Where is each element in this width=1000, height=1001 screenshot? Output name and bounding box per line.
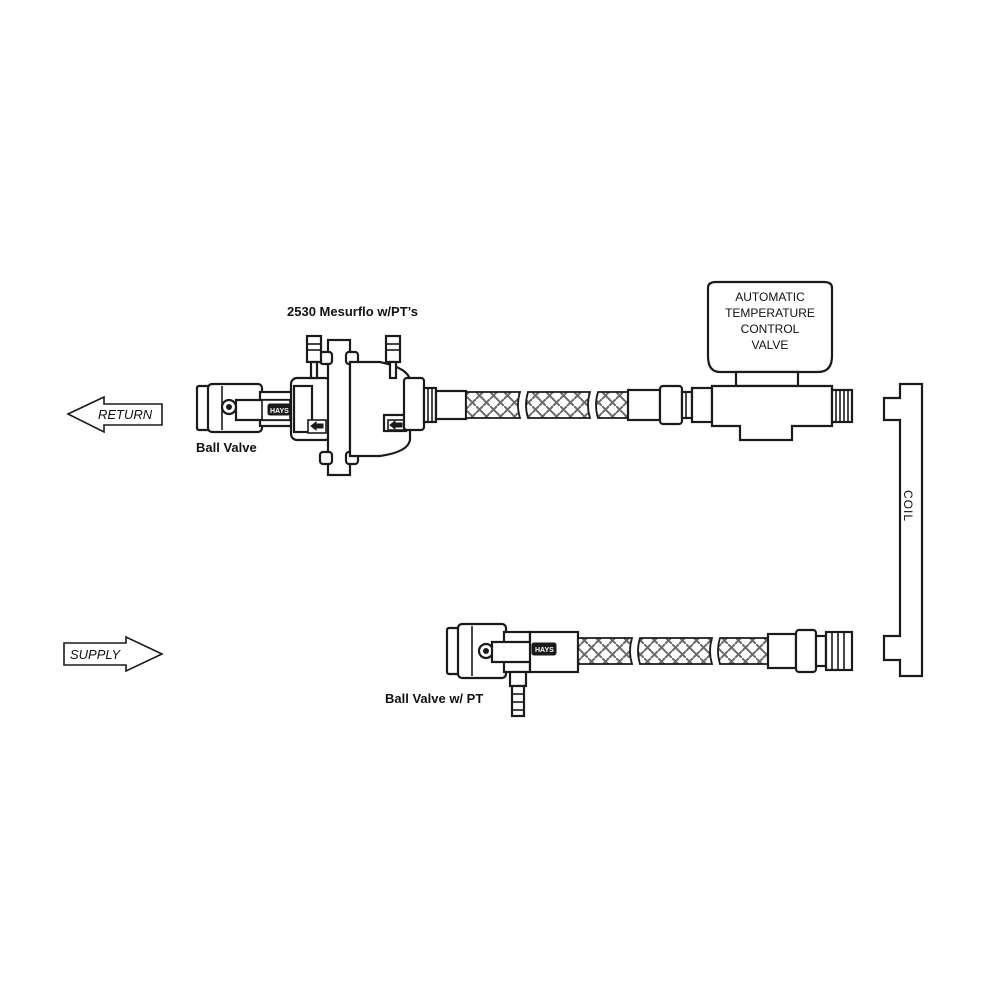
supply-arrow: SUPPLY bbox=[63, 635, 164, 673]
hays-badge-return: HAYS bbox=[270, 408, 289, 415]
coil-label: COIL bbox=[901, 490, 915, 522]
mesurflo-label: 2530 Mesurflo w/PT’s bbox=[287, 304, 418, 319]
return-arrow: RETURN bbox=[66, 395, 163, 434]
atc-label-line-3: CONTROL bbox=[741, 322, 800, 336]
coil: COIL bbox=[882, 382, 924, 678]
mesurflo-valve bbox=[289, 334, 426, 477]
arrow-right-icon bbox=[63, 635, 164, 673]
bottom-braided-hose bbox=[577, 628, 854, 674]
atc-valve: AUTOMATIC TEMPERATURE CONTROL VALVE bbox=[706, 280, 854, 442]
atc-label-line-2: TEMPERATURE bbox=[725, 306, 815, 320]
ball-valve-label: Ball Valve bbox=[196, 440, 257, 455]
atc-label-line-1: AUTOMATIC bbox=[735, 290, 805, 304]
ball-valve-pt-label: Ball Valve w/ PT bbox=[385, 691, 483, 706]
hays-badge-supply: HAYS bbox=[535, 647, 554, 654]
arrow-left-icon bbox=[66, 395, 163, 434]
ball-valve-supply: HAYS bbox=[445, 622, 582, 718]
top-braided-hose bbox=[422, 384, 714, 426]
atc-label-line-4: VALVE bbox=[752, 338, 789, 352]
return-label: RETURN bbox=[98, 407, 153, 422]
supply-label: SUPPLY bbox=[70, 647, 121, 662]
